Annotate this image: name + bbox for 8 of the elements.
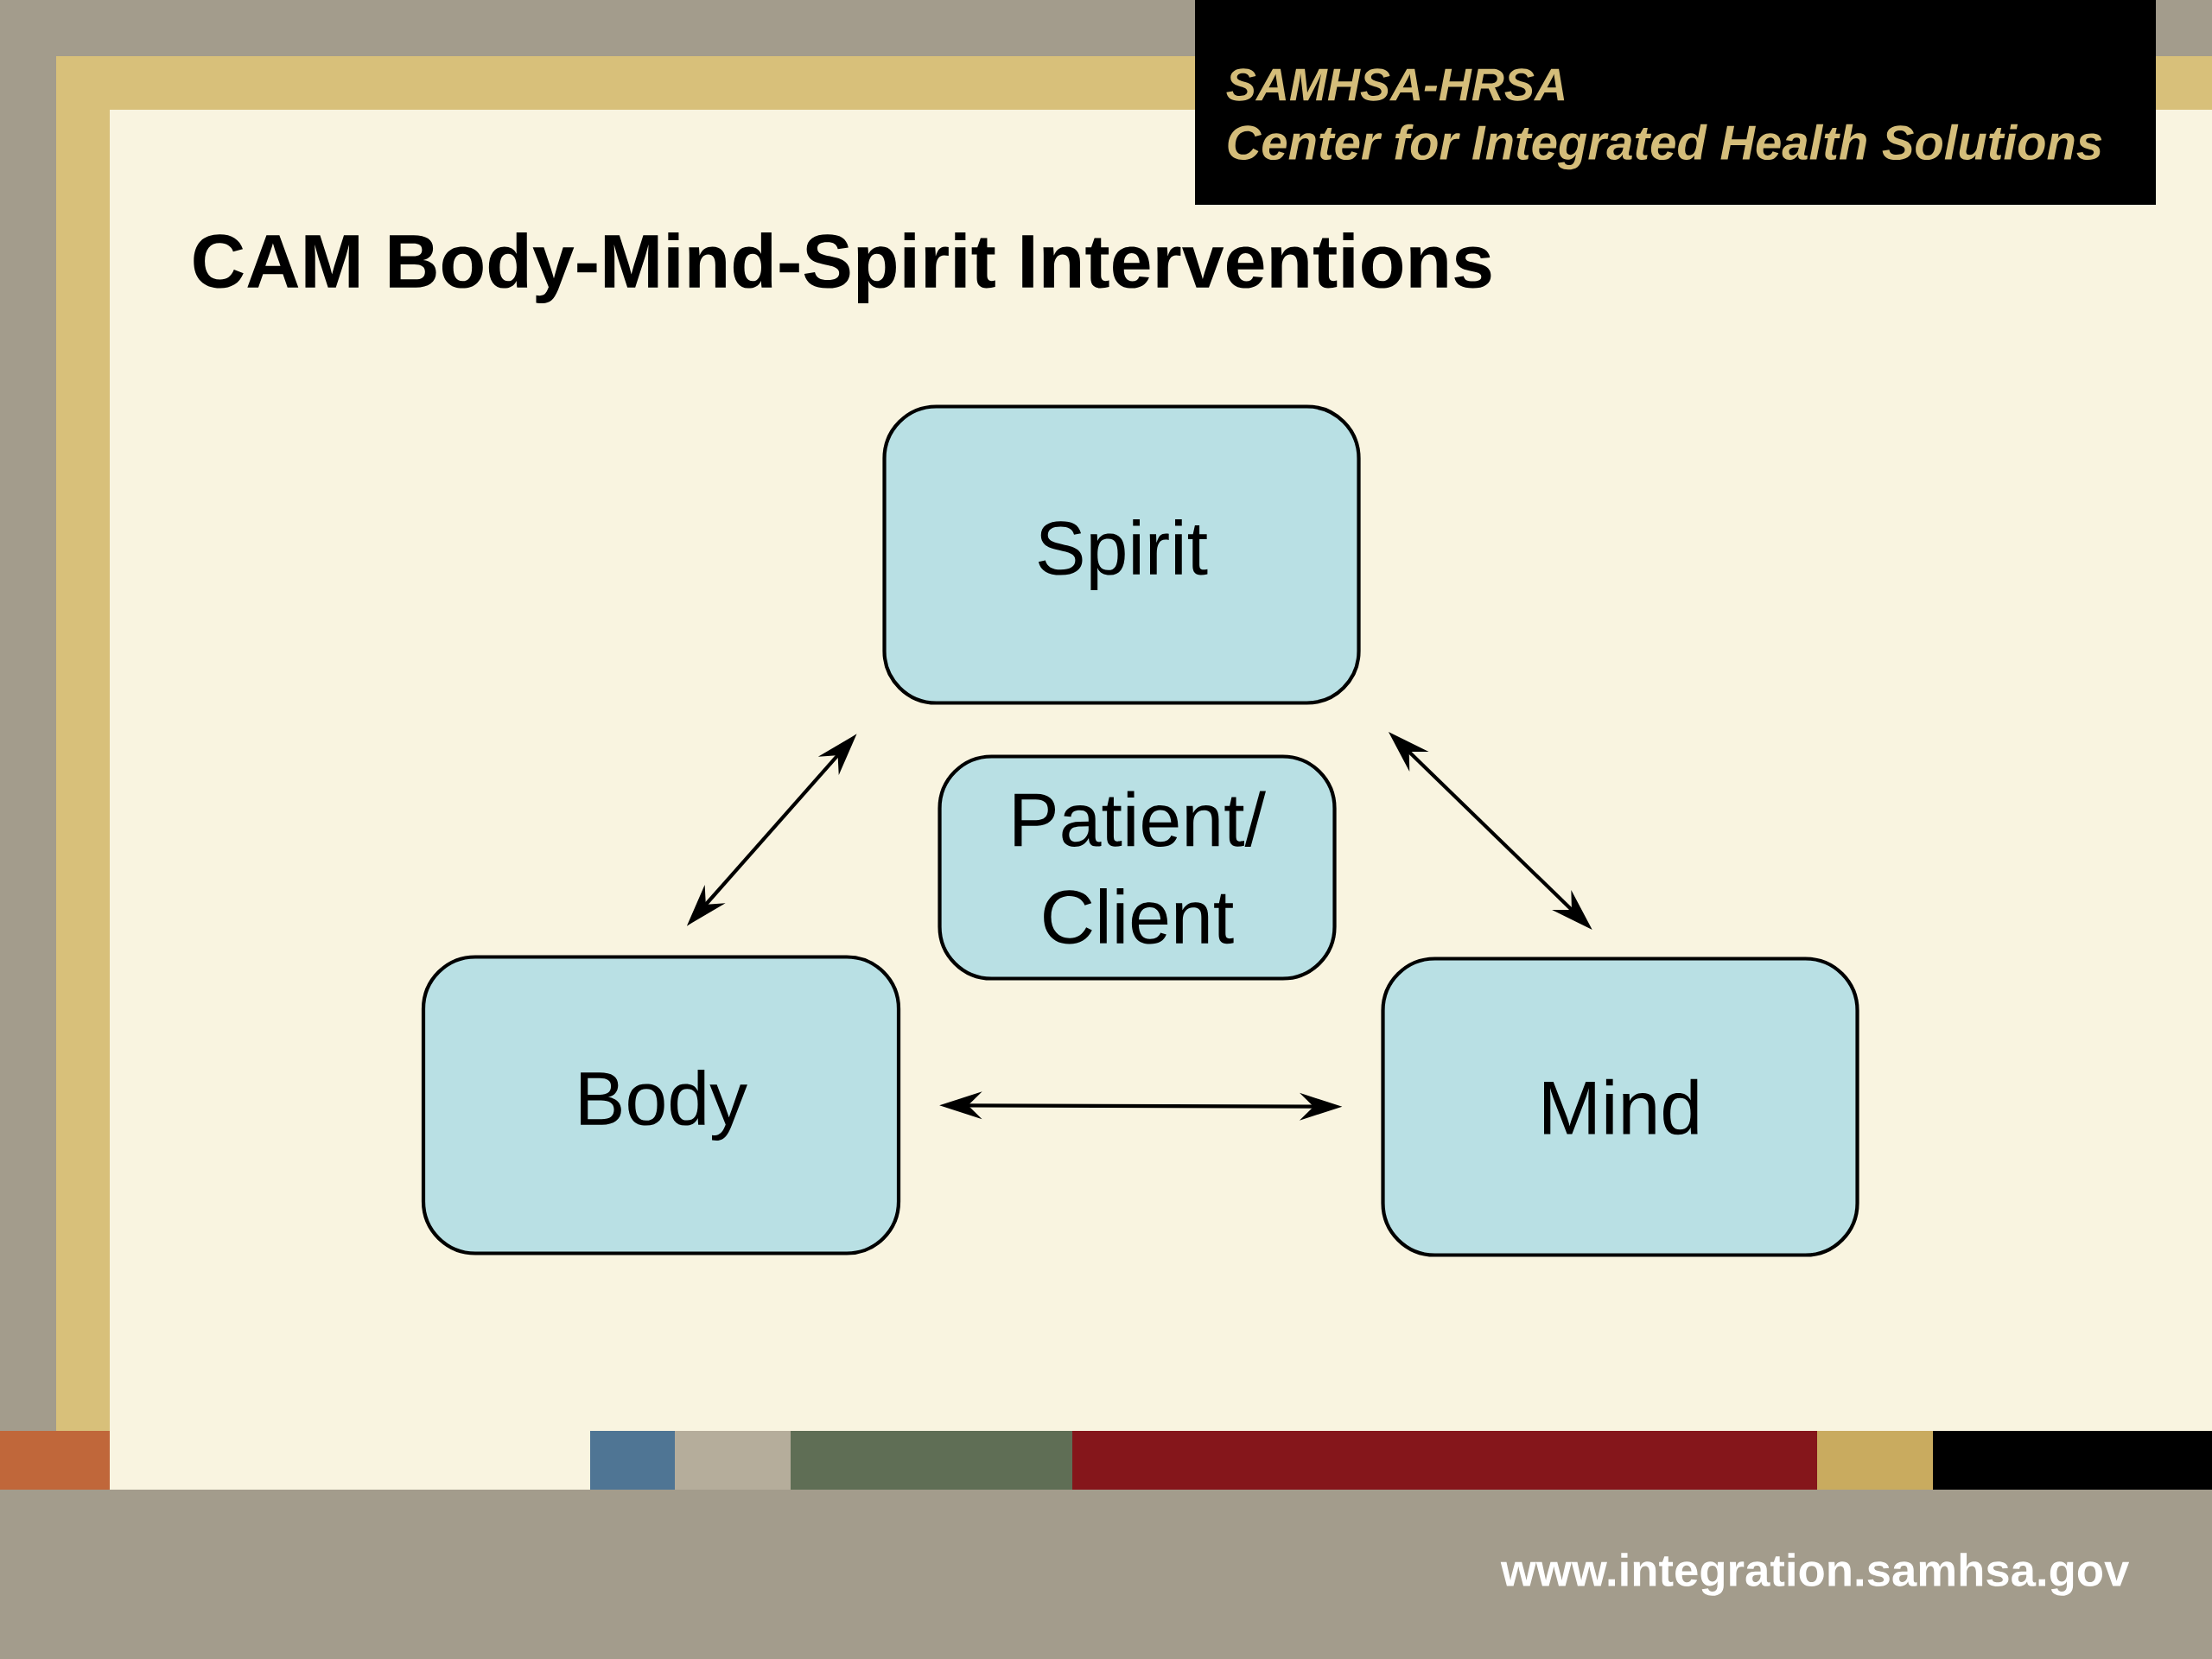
concept-box: Mind [1381, 957, 1859, 1257]
header-text: Center for Integrated Health Solutions [1228, 124, 2102, 170]
web-address: www.integration.samhsa.gov [1500, 1553, 2130, 1596]
title: CAM Body-Mind-Spirit Interventions [194, 232, 1491, 303]
concept-box: Patient/ Client [938, 754, 1337, 981]
concept-box: Body [421, 955, 901, 1255]
concept-box: Spirit [882, 404, 1361, 705]
header-text: SAMHSA-HRSA [1226, 68, 1565, 101]
